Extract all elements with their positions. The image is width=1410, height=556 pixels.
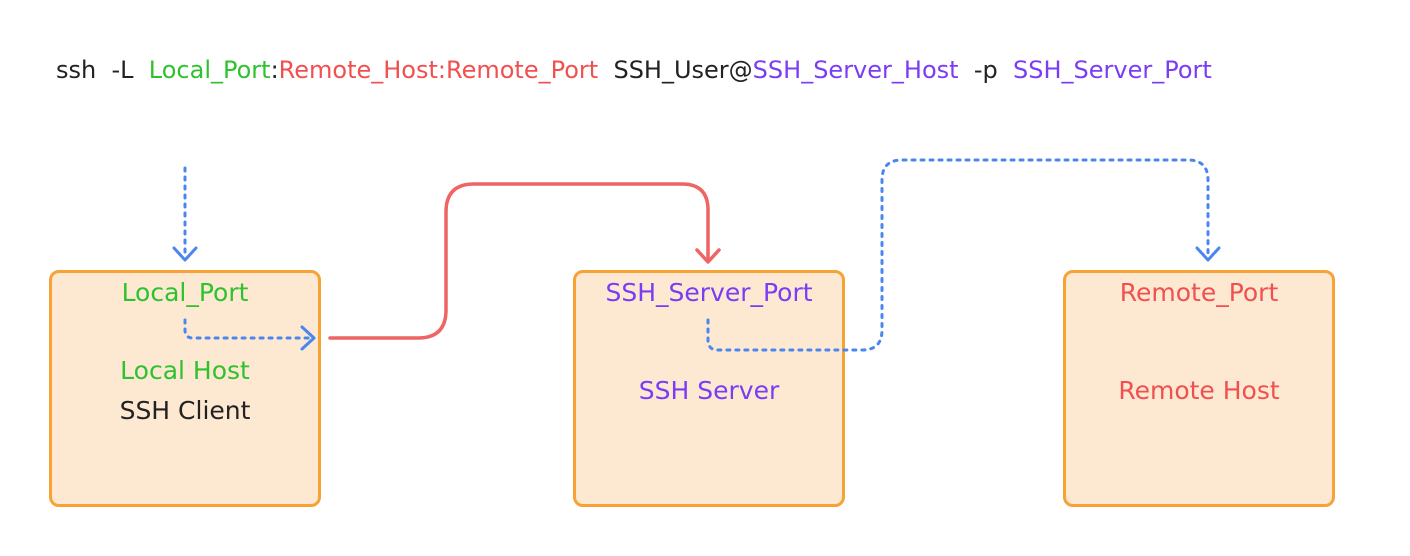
- remote-host-box: [1063, 270, 1335, 507]
- cmd-local-port: Local_Port: [148, 56, 271, 84]
- ssh-command: ssh -L Local_Port:Remote_Host:Remote_Por…: [56, 52, 1212, 88]
- ssh-tunnel-line: [328, 182, 710, 340]
- cmd-remote-host: Remote_Host: [278, 56, 438, 84]
- cmd-ssh-server-host: SSH_Server_Host: [752, 56, 959, 84]
- cmd-ssh: ssh: [56, 56, 97, 84]
- remote-host-label: Remote Host: [1118, 376, 1280, 405]
- remote-arrow-head: [1195, 246, 1221, 262]
- cmd-ssh-server-port: SSH_Server_Port: [1012, 56, 1212, 84]
- local-host-label: Local Host: [120, 356, 250, 385]
- server-to-remote-dotted-line: [706, 158, 1210, 352]
- ssh-client-label: SSH Client: [119, 396, 251, 425]
- cmd-flag-l: -L: [111, 56, 134, 84]
- local-port-arrow-head: [300, 325, 316, 351]
- cmd-colon: :: [270, 56, 279, 84]
- ssh-tunnel-arrow-head: [695, 248, 721, 264]
- cmd-colon-2: :: [437, 56, 446, 84]
- cmd-ssh-user: SSH_User@: [613, 56, 753, 84]
- cmd-flag-p: -p: [973, 56, 998, 84]
- local-port-dotted-line: [183, 318, 314, 340]
- local-port-label: Local_Port: [121, 278, 249, 307]
- ssh-server-port-label: SSH_Server_Port: [605, 278, 813, 307]
- ssh-server-box: [573, 270, 845, 507]
- remote-port-label: Remote_Port: [1119, 278, 1279, 307]
- cmd-remote-port: Remote_Port: [446, 56, 599, 84]
- local-host-box: [49, 270, 321, 507]
- incoming-arrow-head: [172, 246, 198, 262]
- ssh-server-label: SSH Server: [638, 376, 780, 405]
